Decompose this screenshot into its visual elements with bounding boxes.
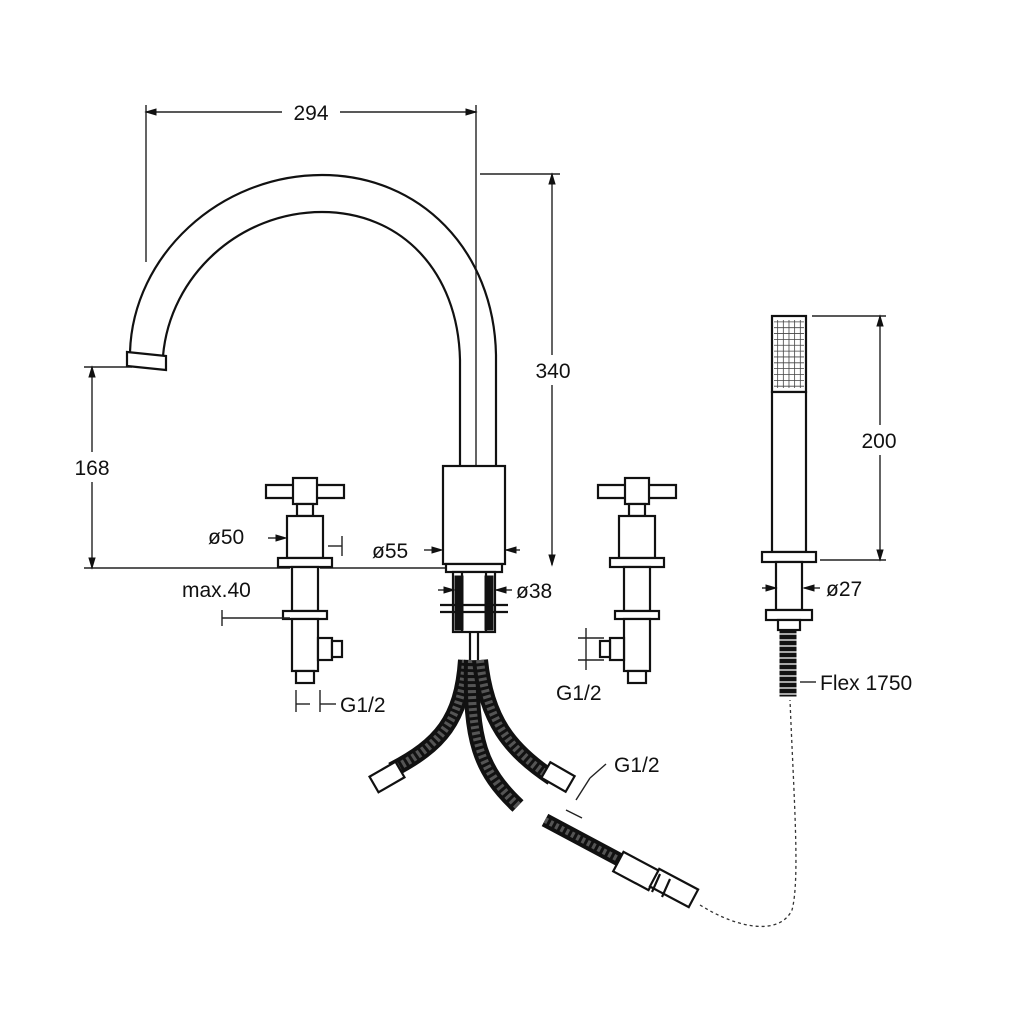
callout-left-valve-connection: G1/2 [295,690,386,717]
dimension-handshower-length: 200 [812,314,906,562]
dimension-spout-reach: 294 [144,98,478,470]
right-valve [596,476,678,685]
left-valve [264,476,346,685]
right-valve-connection-label: G1/2 [556,682,602,705]
max-deck-thickness-label: max.40 [182,579,251,602]
spout-body [441,464,507,566]
callout-right-valve-connection: G1/2 [556,628,604,705]
hose-ribs [778,633,798,695]
left-valve-connection-label: G1/2 [340,694,386,717]
callout-max-deck-thickness: max.40 [182,579,290,626]
outlet-height-label: 168 [74,457,109,480]
hose-length-label: Flex 1750 [820,672,912,695]
callout-handshower-base-diameter: ø27 [762,578,862,601]
spout [125,173,508,660]
callout-diverter-connection: G1/2 [565,754,660,819]
handshower-base-diameter-label: ø27 [826,578,862,601]
dimension-spout-height: 340 [480,172,580,567]
spout-body-diameter-label: ø55 [372,540,408,563]
callout-spout-base-diameter: ø38 [438,580,552,603]
callout-hose-length: Flex 1750 [800,672,912,695]
dimension-outlet-height: 168 [66,365,448,570]
diverter-connection-label: G1/2 [614,754,660,777]
handshower-length-label: 200 [861,430,896,453]
callout-spout-body-diameter: ø55 [372,540,520,563]
valve-flange-diameter-label: ø50 [208,526,244,549]
spout-base-diameter-label: ø38 [516,580,552,603]
spout-reach-label: 294 [293,102,328,125]
spout-height-label: 340 [535,360,570,383]
callout-valve-flange-diameter: ø50 [208,526,343,556]
hoses [368,659,797,928]
handshower [760,314,818,697]
nozzle-grid [774,320,804,388]
